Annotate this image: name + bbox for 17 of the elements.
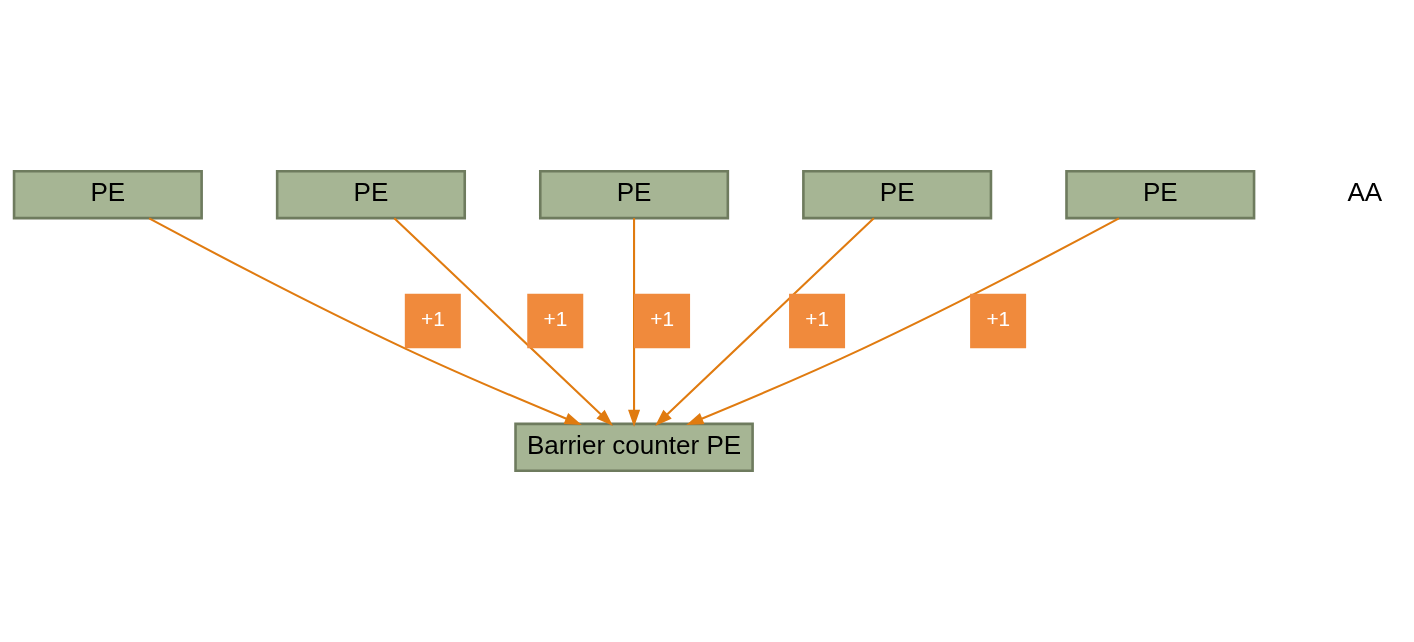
node-box: PE — [275, 169, 467, 220]
node-box: PE — [1065, 169, 1256, 220]
arrow — [628, 218, 641, 428]
arrow — [148, 217, 582, 426]
node-box: PE — [12, 169, 203, 220]
node-box: PE — [802, 169, 993, 220]
arrow — [393, 217, 614, 427]
label: AA — [1347, 177, 1383, 208]
node-box: Barrier counter PE — [514, 422, 754, 473]
arrow — [686, 217, 1120, 426]
arrow — [655, 217, 875, 427]
edge-label: +1 — [421, 306, 445, 330]
edge-label: +1 — [543, 306, 568, 330]
node-box: PE — [538, 169, 730, 220]
edge-label: +1 — [805, 306, 830, 330]
edge-label: +1 — [650, 306, 675, 330]
edge-label: +1 — [986, 306, 1011, 330]
